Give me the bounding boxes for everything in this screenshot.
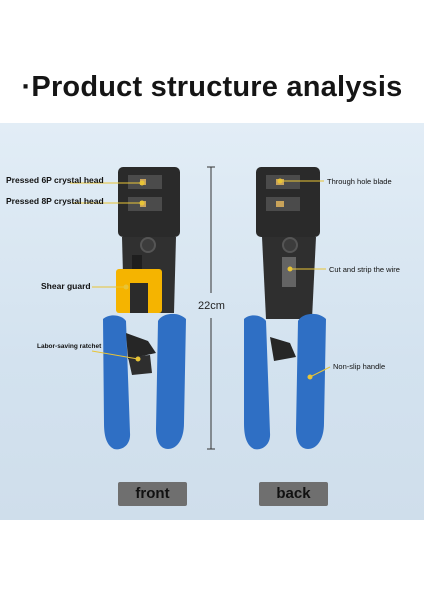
label-length: 22cm [198, 300, 225, 312]
front-tool [103, 167, 186, 450]
front-button[interactable]: front [118, 482, 187, 506]
label-pressed-6p: Pressed 6P crystal head [6, 175, 104, 185]
front-left-handle [103, 315, 131, 450]
label-through-hole-blade: Through hole blade [327, 177, 392, 186]
label-pressed-8p: Pressed 8P crystal head [6, 196, 104, 206]
label-shear-guard: Shear guard [41, 281, 91, 291]
front-right-handle [156, 313, 186, 449]
back-pivot-icon [282, 237, 298, 253]
front-ratchet [128, 355, 152, 375]
length-marker [207, 166, 215, 450]
back-left-handle [244, 315, 271, 450]
label-ratchet: Labor-saving ratchet [37, 343, 102, 350]
product-panel [0, 123, 424, 520]
callout-lines [70, 178, 331, 380]
back-tool [244, 167, 326, 450]
back-right-handle [296, 313, 326, 449]
page-title: ·Product structure analysis [21, 71, 403, 103]
product-illustration [70, 166, 331, 450]
back-button[interactable]: back [259, 482, 328, 506]
back-strip-blade [282, 257, 296, 287]
front-pivot-icon [140, 237, 156, 253]
label-cut-strip: Cut and strip the wire [329, 265, 400, 274]
label-non-slip: Non-slip handle [333, 362, 386, 371]
